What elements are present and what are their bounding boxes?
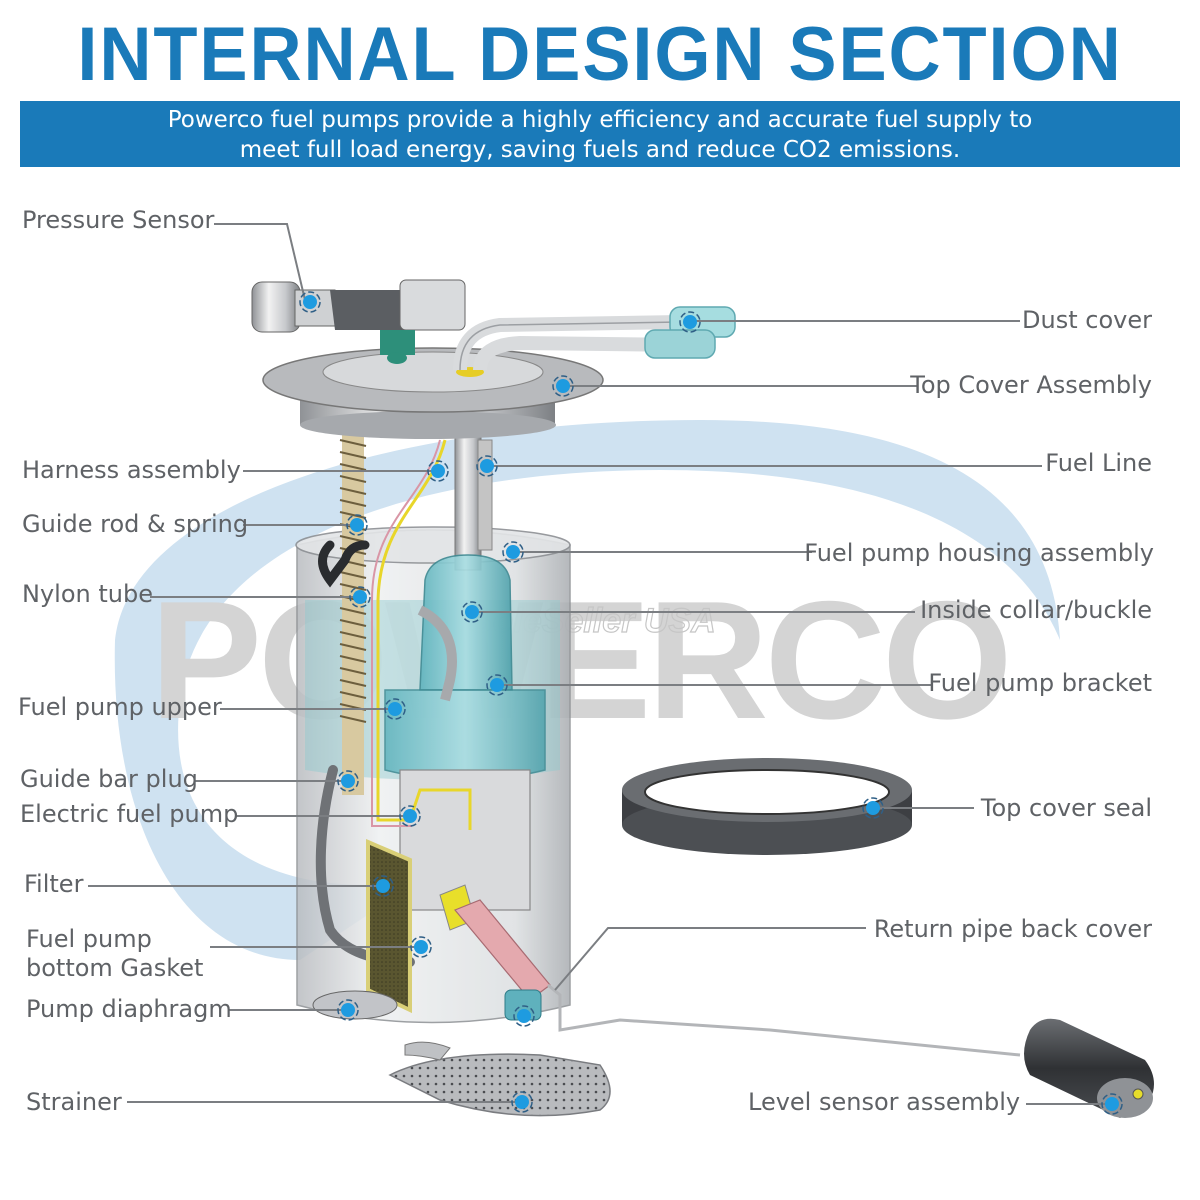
callout-ring-strainer	[511, 1091, 533, 1113]
callout-ring-level-sensor-assembly	[1101, 1093, 1123, 1115]
subtitle-line-1: Powerco fuel pumps provide a highly effi…	[167, 107, 1033, 133]
callout-dot-strainer	[515, 1095, 529, 1109]
callout-dot-dust-cover	[683, 315, 697, 329]
label-level-sensor-assembly: Level sensor assembly	[748, 1088, 1021, 1116]
label-top-cover-seal: Top cover seal	[980, 794, 1152, 822]
callout-dot-fuel-pump-bracket	[490, 678, 504, 692]
callout-dot-pump-diaphragm	[341, 1003, 355, 1017]
strainer-shape	[388, 1053, 611, 1117]
label-guide-bar-plug: Guide bar plug	[20, 765, 198, 793]
callout-ring-guide-bar-plug	[337, 770, 359, 792]
callout-ring-filter	[372, 875, 394, 897]
top-cover-seal-ring	[622, 758, 912, 855]
watermark-powerco: POWERCO SoleSeller USA	[150, 566, 1013, 754]
callout-dot-nylon-tube	[353, 590, 367, 604]
guide-rod-spring	[339, 435, 367, 795]
callout-dot-top-cover-seal	[866, 801, 880, 815]
callout-ring-pump-diaphragm	[337, 999, 359, 1021]
watermark-brand-text: POWERCO	[150, 566, 1009, 754]
callout-dot-electric-fuel-pump	[403, 809, 417, 823]
fuel-outlet-tubes	[453, 306, 736, 371]
callout-dot-filter	[376, 879, 390, 893]
leader-lines	[88, 223, 1110, 1105]
pump-diaphragm-shape	[312, 990, 398, 1020]
callout-ring-nylon-tube	[349, 586, 371, 608]
callout-dot-fuel-pump-upper	[388, 702, 402, 716]
callout-dot-return-fitting	[517, 1009, 531, 1023]
label-nylon-tube: Nylon tube	[22, 580, 153, 608]
label-fuel-pump-upper: Fuel pump upper	[18, 693, 222, 721]
flex-tube	[417, 605, 457, 702]
label-filter: Filter	[24, 870, 84, 898]
leader-return-pipe-back-cover	[554, 927, 866, 991]
callout-ring-return-fitting	[513, 1005, 535, 1027]
callout-ring-fuel-pump-bottom-gasket	[410, 936, 432, 958]
label-electric-fuel-pump: Electric fuel pump	[20, 800, 239, 828]
callout-ring-electric-fuel-pump	[399, 805, 421, 827]
subtitle-banner: Powerco fuel pumps provide a highly effi…	[20, 101, 1180, 167]
label-guide-rod-spring: Guide rod & spring	[22, 510, 249, 538]
pressure-sensor-connector	[251, 279, 466, 364]
label-fuel-pump-bottom-gasket-line2: bottom Gasket	[26, 954, 204, 982]
nylon-tube-shape	[318, 540, 370, 588]
filter-shape	[366, 838, 412, 1014]
label-fuel-pump-bracket: Fuel pump bracket	[928, 669, 1152, 697]
label-return-pipe-back-cover: Return pipe back cover	[873, 915, 1152, 943]
label-dust-cover: Dust cover	[1022, 306, 1152, 334]
callout-ring-fuel-line	[476, 455, 498, 477]
label-harness-assembly: Harness assembly	[22, 456, 241, 484]
callout-ring-guide-rod-spring	[346, 514, 368, 536]
callout-ring-top-cover-assembly	[552, 375, 574, 397]
level-sensor-arm	[547, 983, 1021, 1057]
page-title: INTERNAL DESIGN SECTION	[77, 12, 1123, 97]
callout-ring-top-cover-seal	[862, 797, 884, 819]
callout-ring-dust-cover	[679, 311, 701, 333]
callout-dot-fuel-line	[480, 459, 494, 473]
top-cover-disk	[262, 347, 604, 439]
leader-pressure-sensor	[214, 223, 306, 301]
label-fuel-line: Fuel Line	[1045, 449, 1152, 477]
callout-dot-harness-assembly	[431, 464, 445, 478]
callout-dot-fuel-pump-bottom-gasket	[414, 940, 428, 954]
callout-ring-inside-collar	[461, 601, 483, 623]
strainer-clip	[404, 1041, 451, 1061]
label-top-cover-assembly: Top Cover Assembly	[910, 371, 1152, 399]
callout-ring-fuel-pump-housing	[502, 541, 524, 563]
callout-dot-inside-collar	[465, 605, 479, 619]
callout-dot-level-sensor-assembly	[1105, 1097, 1119, 1111]
label-fuel-pump-housing-assembly: Fuel pump housing assembly	[804, 539, 1154, 567]
callout-ring-fuel-pump-bracket	[486, 674, 508, 696]
callout-ring-fuel-pump-upper	[384, 698, 406, 720]
label-strainer: Strainer	[26, 1088, 122, 1116]
callout-dot-pressure-sensor	[303, 295, 317, 309]
label-inside-collar-buckle: Inside collar/buckle	[920, 596, 1152, 624]
callout-dot-guide-rod-spring	[350, 518, 364, 532]
subtitle-line-2: meet full load energy, saving fuels and …	[239, 137, 961, 163]
callout-ring-pressure-sensor	[299, 291, 321, 313]
callout-dot-guide-bar-plug	[341, 774, 355, 788]
callout-dot-top-cover-assembly	[556, 379, 570, 393]
callout-dots	[299, 291, 1123, 1115]
label-pump-diaphragm: Pump diaphragm	[26, 995, 232, 1023]
callout-ring-harness-assembly	[427, 460, 449, 482]
label-pressure-sensor: Pressure Sensor	[22, 206, 215, 234]
label-fuel-pump-bottom-gasket-line1: Fuel pump	[26, 925, 152, 953]
callout-dot-fuel-pump-housing	[506, 545, 520, 559]
fuel-line-tube	[454, 434, 482, 571]
watermark-swoosh	[114, 420, 1060, 960]
